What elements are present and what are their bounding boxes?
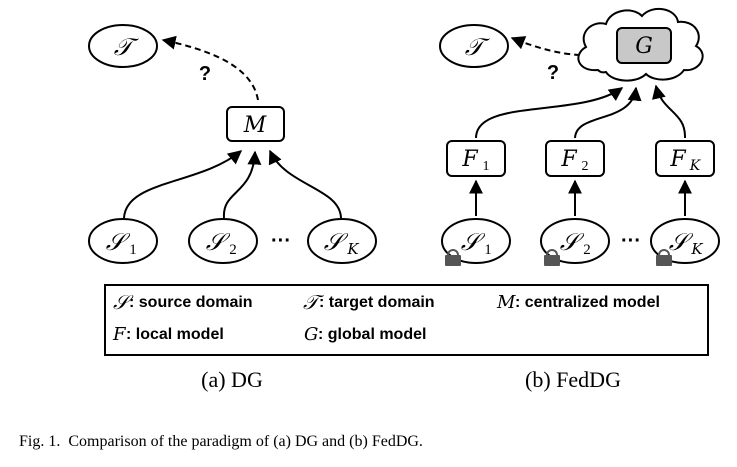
- feddg-local-sub-2: 2: [582, 159, 589, 174]
- legend-centralized-text: : centralized model: [515, 294, 660, 311]
- feddg-local-sym-1: F: [461, 147, 478, 172]
- dg-ellipsis: ···: [271, 230, 291, 252]
- feddg-generalize-arrow: [510, 36, 581, 56]
- figure-caption: Fig. 1. Comparison of the paradigm of (a…: [19, 433, 423, 450]
- feddg-global-model-box: [616, 27, 672, 64]
- legend-target-text: : target domain: [319, 294, 435, 311]
- dg-source-node-1: [88, 218, 158, 264]
- feddg-local-sub-1: 1: [483, 159, 490, 174]
- feddg-panel: 𝒯 ? G F 1 F 2 F K 𝒮 1 𝒮 2 ···: [439, 7, 720, 266]
- feddg-ellipsis: ···: [621, 230, 641, 252]
- feddg-local1-upload-arrow: [475, 87, 624, 139]
- dg-question-mark: ?: [199, 63, 211, 85]
- lock-icon: [445, 249, 461, 266]
- dg-target-node: [88, 24, 158, 68]
- feddg-local-model-box-2: [545, 140, 605, 177]
- legend-local-sym: F: [112, 324, 127, 345]
- legend-box: [104, 284, 709, 356]
- lock-icon: [544, 249, 560, 266]
- dg-source-sub-2: 2: [229, 242, 237, 258]
- dg-centralized-model-box: [226, 106, 285, 142]
- feddg-source-sub-k: K: [690, 240, 703, 258]
- feddg-local-model-box-1: [446, 140, 506, 177]
- dg-subcaption: (a) DG: [201, 367, 263, 392]
- feddg-local-sub-k: K: [689, 158, 702, 174]
- feddg-local-sym-k: F: [669, 147, 686, 172]
- legend-local-text: : local model: [126, 326, 224, 343]
- legend-centralized-sym: M: [496, 292, 516, 313]
- dg-panel: 𝒯 ? M 𝒮 1 𝒮 2 ··· 𝒮 K: [88, 24, 377, 264]
- dg-source1-arrow: [123, 150, 243, 219]
- feddg-source-node-2: [540, 218, 610, 264]
- feddg-local-sym-2: F: [560, 147, 577, 172]
- dg-model-label: M: [243, 113, 267, 138]
- feddg-local2-upload-arrow: [574, 86, 642, 139]
- feddg-target-node: [439, 24, 509, 68]
- dg-source-node-2: [188, 218, 258, 264]
- legend: 𝒮 : source domain 𝒯 : target domain M : …: [104, 284, 709, 356]
- legend-global-sym: G: [304, 324, 318, 345]
- dg-sourceK-arrow: [268, 149, 342, 219]
- dg-source-node-k: [307, 218, 377, 264]
- feddg-local-model-box-k: [655, 140, 715, 177]
- feddg-global-label: G: [635, 34, 653, 59]
- dg-source-sub-k: K: [346, 240, 359, 258]
- feddg-localK-upload-arrow: [652, 84, 687, 139]
- dg-source2-arrow: [222, 150, 262, 219]
- dg-source-sub-1: 1: [129, 242, 137, 258]
- feddg-source-sub-1: 1: [484, 242, 492, 258]
- feddg-question-mark: ?: [547, 62, 559, 84]
- legend-source-text: : source domain: [129, 294, 253, 311]
- feddg-source-node-1: [441, 218, 511, 264]
- dg-generalize-arrow: [161, 35, 259, 101]
- feddg-subcaption: (b) FedDG: [525, 367, 621, 392]
- feddg-source-sub-2: 2: [583, 242, 591, 258]
- legend-global-text: : global model: [318, 326, 426, 343]
- lock-icon: [656, 249, 672, 266]
